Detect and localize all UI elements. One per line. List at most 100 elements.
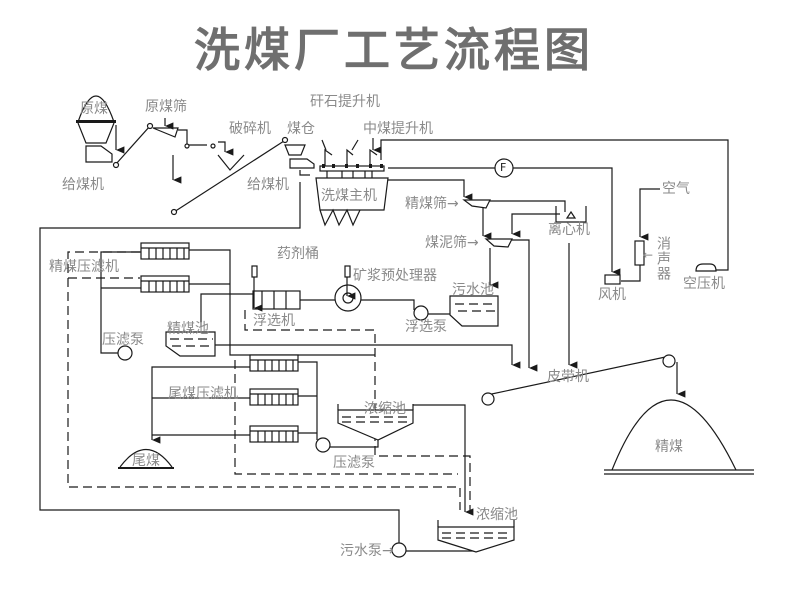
label-feeder-1: 给煤机 (62, 177, 104, 193)
label-slurry-conditioner: 矿浆预处理器 (353, 268, 437, 284)
flow-arrow (218, 141, 234, 156)
label-slime-screen: 煤泥筛→ (425, 235, 479, 251)
label-jig-main: 洗煤主机 (321, 188, 377, 204)
silencer-arrow: ← (643, 248, 654, 262)
pulley (146, 122, 154, 130)
press-to-tailings (152, 397, 250, 436)
label-flotation-pump: 浮选泵 (405, 319, 447, 335)
tailings-dashed (234, 360, 458, 475)
clean-filter-dashed (67, 251, 461, 510)
air-inlet-line (639, 188, 660, 241)
label-reagent-tank: 药剂桶 (277, 246, 319, 262)
label-thickener-2: 浓缩池 (476, 507, 518, 523)
sewage-return-line (39, 182, 400, 545)
air-compressor (695, 263, 717, 272)
thickener-2 (437, 526, 515, 553)
pulley (210, 143, 216, 149)
clean-coal-pool (165, 331, 216, 357)
label-air-compressor: 空压机 (683, 276, 725, 292)
pulley (481, 392, 495, 406)
screen-output-line (178, 129, 207, 146)
feeder-1 (85, 145, 113, 163)
label-clean-coal-pool: 精煤池 (167, 321, 209, 337)
raw-coal-screen (152, 127, 179, 138)
reagent-tank-2 (344, 265, 351, 278)
blower (604, 274, 621, 285)
pulley (112, 161, 120, 169)
tailings-pile (119, 449, 173, 468)
clean-coal-screen (462, 199, 491, 209)
belt-conveyor (486, 355, 671, 396)
filter-pump-2 (315, 437, 331, 453)
flotation-to-pool (200, 293, 253, 327)
label-crusher: 破碎机 (229, 121, 271, 137)
label-filter-pump-1: 压滤泵 (102, 332, 144, 348)
conveyor-1 (115, 125, 151, 165)
feed-line (299, 170, 310, 176)
slime-to-belt (512, 239, 538, 372)
flotation-pump (413, 305, 429, 321)
jig-main-washer (315, 148, 389, 227)
water-level (342, 416, 410, 423)
label-sewage-pump: 污水泵→ (340, 543, 394, 559)
label-feeder-2: 给煤机 (247, 177, 289, 193)
filter-pump-1 (117, 345, 133, 361)
label-silencer: 消声器 (655, 236, 671, 281)
label-centrifuge: 离心机 (548, 222, 590, 238)
pulley (662, 354, 676, 368)
label-clean-coal-filter-press: 精煤压滤机 (49, 259, 119, 275)
thickener-to-pump (330, 440, 379, 448)
label-tailings-filter-press: 尾煤压滤机 (168, 386, 238, 402)
thickener-rim (437, 520, 515, 527)
press-to-tailings (151, 366, 250, 444)
sewage-pump (391, 542, 407, 558)
slime-screen (484, 238, 513, 248)
silencer-to-blower (621, 265, 641, 282)
filtrate-line (189, 249, 375, 356)
label-gangue-elevator: 矸石提升机 (310, 94, 380, 110)
raw-coal-hopper (76, 95, 116, 144)
water-level (455, 303, 496, 312)
label-filter-pump-2: 压滤泵 (333, 455, 375, 471)
conditioner-core (342, 292, 354, 304)
label-sewage-pool: 污水池 (452, 282, 494, 298)
clean-coal-filter-press (140, 242, 190, 293)
thickener-overflow (413, 404, 474, 516)
tailings-filter-press (249, 354, 299, 443)
centrifuge-return (511, 213, 560, 238)
water-level (170, 338, 213, 347)
label-air: 空气 (662, 181, 690, 197)
water-level (442, 532, 511, 539)
blower-line (513, 167, 621, 276)
label-middling-elevator: 中煤提升机 (363, 121, 433, 137)
reagent-tank-1 (251, 265, 258, 278)
label-coal-bunker: 煤仓 (287, 121, 315, 137)
flotation-to-belt (200, 335, 521, 369)
screen-to-centrifuge (490, 200, 566, 212)
label-flow-meter: F (500, 161, 507, 174)
tailings-slurry-line (244, 310, 471, 510)
pulley (281, 136, 289, 144)
compressed-air-line (380, 139, 729, 271)
page-title: 洗煤厂工艺流程图 (194, 23, 594, 77)
pointer (321, 139, 327, 151)
jig-to-screen (388, 179, 473, 201)
label-clean-coal-screen: 精煤筛→ (405, 196, 459, 212)
label-belt-conveyor: 皮带机 (547, 369, 589, 385)
label-raw-coal-screen: 原煤筛 (145, 99, 187, 115)
label-blower: 风机 (598, 287, 626, 303)
label-thickener-1: 浓缩池 (364, 401, 406, 417)
clean-coal-pile (611, 399, 737, 471)
label-clean-coal-pile: 精煤 (655, 439, 683, 455)
pointer (351, 139, 359, 151)
crusher (217, 154, 245, 171)
coal-bunker (284, 144, 306, 156)
label-flotation-machine: 浮选机 (253, 313, 295, 329)
feeder-2 (289, 158, 315, 169)
pump-to-press (298, 361, 318, 440)
centrifuge-icon (565, 210, 577, 219)
pulley (170, 208, 178, 216)
pump-to-conditioner (358, 299, 415, 310)
flotation-machine (252, 290, 301, 310)
